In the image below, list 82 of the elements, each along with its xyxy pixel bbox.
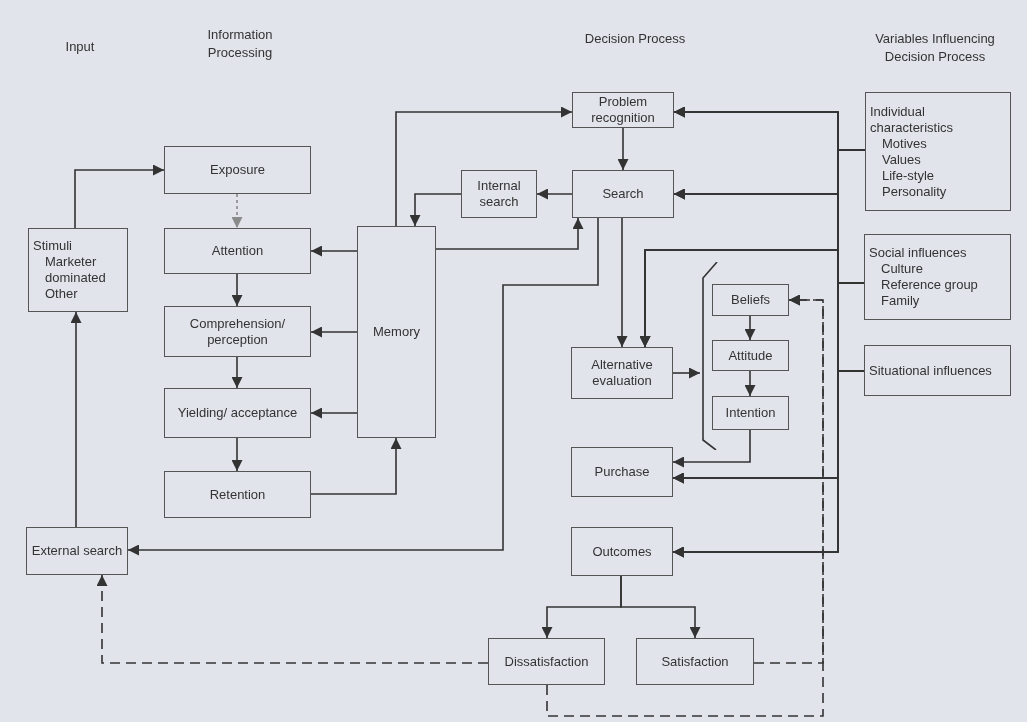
arrow <box>231 273 243 307</box>
box-text: Attitude <box>728 347 773 364</box>
process-box <box>164 306 311 357</box>
box-text: External search <box>31 543 123 559</box>
process-box <box>571 527 673 576</box>
process-box <box>164 146 311 194</box>
box-text: Intention <box>725 405 776 421</box>
box-text: Memory <box>373 324 420 340</box>
box-text: Problem recognition <box>590 94 656 126</box>
box-text: Comprehension/ perception <box>188 315 287 348</box>
arrow <box>395 106 573 227</box>
arrow <box>409 193 462 227</box>
box-text: Other <box>44 286 78 302</box>
arrow <box>753 294 824 664</box>
box-text: Life-style <box>881 167 935 184</box>
box-text: Marketer dominated <box>44 254 107 286</box>
arrow <box>70 311 82 528</box>
box-text: Situational influences <box>869 362 992 379</box>
process-box <box>571 347 673 399</box>
process-box <box>488 638 605 685</box>
process-box <box>164 388 311 438</box>
process-box <box>864 234 1011 320</box>
process-box <box>571 447 673 497</box>
arrow <box>616 217 628 348</box>
box-text: Purchase <box>594 464 650 480</box>
box-text: Retention <box>209 486 266 503</box>
box-text: Family <box>880 293 920 309</box>
process-box <box>572 92 674 128</box>
arrow <box>620 575 701 639</box>
arrow <box>310 245 358 257</box>
process-box <box>636 638 754 685</box>
box-text: Personality <box>881 183 947 200</box>
box-text: Attention <box>211 243 264 259</box>
arrow <box>672 429 751 468</box>
box-text: Outcomes <box>592 543 652 560</box>
arrow <box>536 188 573 200</box>
process-box <box>461 170 537 218</box>
arrow <box>617 127 629 171</box>
process-box <box>164 471 311 518</box>
arrow <box>231 437 243 472</box>
column-heading: Variables Influencing Decision Process <box>874 30 996 66</box>
box-text: Yielding/ acceptance <box>177 405 298 421</box>
box-text: Social influences <box>869 245 967 261</box>
arrow <box>744 370 756 397</box>
arrow <box>231 193 243 229</box>
process-box <box>712 284 789 316</box>
process-box <box>164 228 311 274</box>
process-box <box>28 228 128 312</box>
column-heading: Decision Process <box>583 30 687 48</box>
process-box <box>864 345 1011 396</box>
box-text: Satisfaction <box>661 653 729 670</box>
arrow <box>231 356 243 389</box>
box-text: Beliefs <box>731 292 770 308</box>
arrow <box>74 164 165 229</box>
box-text: Motives <box>881 135 927 152</box>
box-text: Internal search <box>476 178 522 210</box>
process-box <box>712 396 789 430</box>
arrow <box>744 315 756 341</box>
box-text: Search <box>602 186 644 202</box>
arrow <box>127 217 599 556</box>
box-text: Culture <box>880 261 923 277</box>
process-box <box>712 340 789 371</box>
arrow <box>310 326 358 338</box>
process-box <box>572 170 674 218</box>
box-text: Values <box>881 151 921 168</box>
column-heading: Information Processing <box>206 26 274 62</box>
box-text: Reference group <box>880 277 978 293</box>
box-text: Stimuli <box>33 238 72 254</box>
bracket <box>700 262 718 450</box>
box-text: Dissatisfaction <box>504 653 589 670</box>
box-text: Individual characteristics <box>870 103 955 136</box>
arrow <box>310 407 358 419</box>
arrow <box>96 574 489 664</box>
process-box <box>865 92 1011 211</box>
process-box <box>26 527 128 575</box>
arrow <box>672 367 701 379</box>
box-text: Exposure <box>210 162 265 178</box>
box-text: Alternative evaluation <box>590 357 654 389</box>
arrow <box>310 437 402 495</box>
arrow <box>435 217 584 250</box>
column-heading: Input <box>64 38 96 56</box>
process-box <box>357 226 436 438</box>
